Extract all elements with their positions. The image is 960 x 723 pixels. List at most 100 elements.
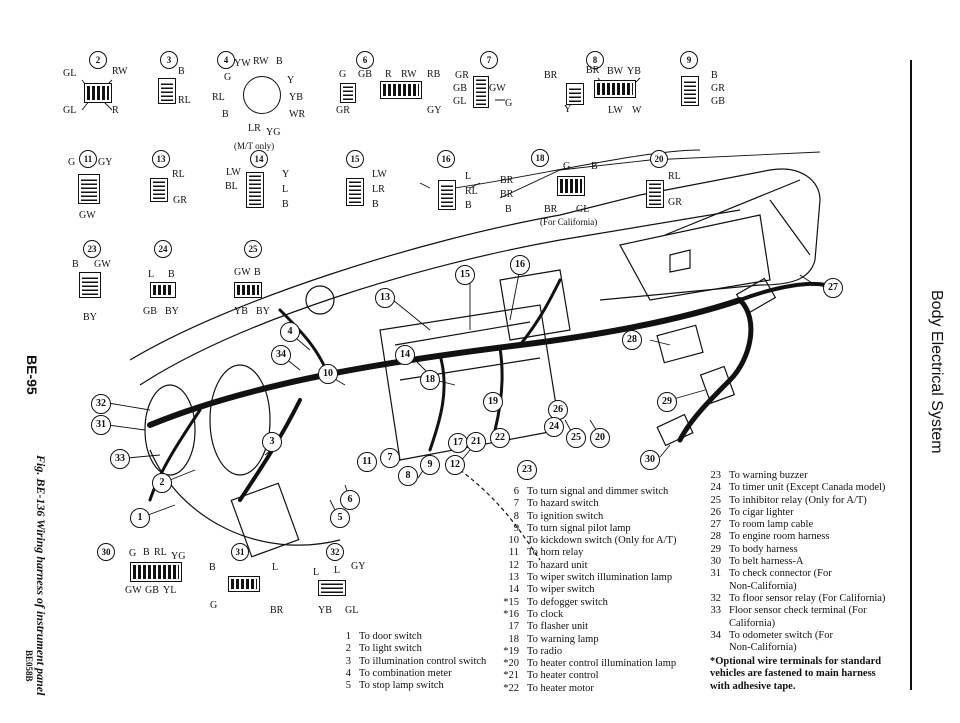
legend-item-number: *16 <box>503 608 519 620</box>
wire-label: L <box>313 567 320 578</box>
legend-item-text: Floor sensor check terminal (For <box>729 605 867 617</box>
legend-item-text: To floor sensor relay (For California) <box>729 592 886 604</box>
wire-label: W <box>632 105 642 116</box>
footnote: *Optional wire terminals for standard ve… <box>710 656 882 692</box>
connector-2-number: 2 <box>89 51 107 69</box>
legend-item-text: To odometer switch (For <box>729 629 833 641</box>
connector-4-number: 4 <box>217 51 235 69</box>
callout: 28 <box>622 330 642 350</box>
wire-label: GR <box>711 83 725 94</box>
wire-label: WR <box>289 109 306 120</box>
legend-item-text: To warning lamp <box>527 633 599 645</box>
callout: 23 <box>517 460 537 480</box>
for-california-note: (For California) <box>540 217 598 227</box>
wire-label: RL <box>212 92 225 103</box>
wire-label: GW <box>125 585 142 596</box>
legend-item-number: 11 <box>508 547 519 559</box>
connector-24-plug <box>150 282 176 298</box>
wire-label: GW <box>489 83 506 94</box>
connector-14-plug <box>246 172 264 208</box>
figure-caption: Fig. BE-136 Wiring harness of instrument… <box>34 455 48 696</box>
wire-label: RL <box>178 95 191 106</box>
callout: 4 <box>280 322 300 342</box>
wire-label: B <box>178 66 185 77</box>
callout: 5 <box>330 508 350 528</box>
wire-label: B <box>222 109 229 120</box>
legend-item-number: 13 <box>508 572 520 584</box>
wire-label: B <box>209 562 216 573</box>
legend-item-text: To heater control illumination lamp <box>527 658 677 670</box>
wire-label: YL <box>163 585 177 596</box>
legend-item-text: To turn signal and dimmer switch <box>527 486 669 497</box>
legend-item-text: To clock <box>527 608 564 620</box>
wire-label: G <box>505 98 513 109</box>
callout: 7 <box>380 448 400 468</box>
legend-item-text: Non-California) <box>729 580 797 592</box>
callout: 20 <box>590 428 610 448</box>
legend-item-number: 25 <box>710 494 722 506</box>
connector-11-number: 11 <box>79 150 97 168</box>
wire-label: GL <box>63 68 77 79</box>
wire-label: RL <box>154 547 167 558</box>
legend-item-text: To defogger switch <box>527 596 608 608</box>
wire-label: GB <box>453 83 467 94</box>
wire-label: GW <box>94 259 111 270</box>
connector-9-plug <box>681 76 699 106</box>
callout: 18 <box>420 370 440 390</box>
legend-item-text: To engine room harness <box>729 531 830 543</box>
wire-label: YB <box>318 605 332 616</box>
legend-item: 18 To warning lamp <box>493 634 676 646</box>
wire-label: BY <box>83 312 97 323</box>
legend-item-number: 12 <box>508 559 520 571</box>
legend-item-number: 2 <box>345 643 351 655</box>
wire-label: B <box>276 56 283 67</box>
legend-item-text: To light switch <box>359 643 422 655</box>
connector-6-number: 6 <box>356 51 374 69</box>
connector-18-number: 18 <box>531 149 549 167</box>
connector-23-plug <box>79 272 101 298</box>
wire-label: BY <box>256 306 270 317</box>
legend-item-number: 18 <box>508 633 520 645</box>
wire-label: GL <box>345 605 359 616</box>
connector-32-number: 32 <box>326 543 344 561</box>
wire-label: GB <box>711 96 725 107</box>
callout: 8 <box>398 466 418 486</box>
wire-label: G <box>339 69 347 80</box>
wire-label: B <box>505 204 512 215</box>
connector-31-number: 31 <box>231 543 249 561</box>
legend-item-text: To cigar lighter <box>729 506 794 518</box>
wire-label: BR <box>270 605 284 616</box>
wire-label: YW <box>234 58 251 69</box>
connector-11-plug <box>78 174 100 204</box>
connector-23-number: 23 <box>83 240 101 258</box>
wire-label: BY <box>165 306 179 317</box>
connector-25-plug <box>234 282 262 298</box>
wire-label: RW <box>112 66 128 77</box>
wire-label: L <box>465 171 472 182</box>
connector-16-plug <box>438 180 456 210</box>
wire-label: L <box>272 562 279 573</box>
wire-label: YB <box>289 92 303 103</box>
connector-30-number: 30 <box>97 543 115 561</box>
wire-label: BR <box>500 175 514 186</box>
legend-item-text: To hazard switch <box>527 498 599 510</box>
legend-item-text: To inhibitor relay (Only for A/T) <box>729 494 867 506</box>
legend-item-number: 4 <box>345 667 351 679</box>
legend-item: Non-California) <box>695 581 885 593</box>
legend-item-number: *22 <box>503 682 519 694</box>
callout: 3 <box>262 432 282 452</box>
wire-label: B <box>591 161 598 172</box>
